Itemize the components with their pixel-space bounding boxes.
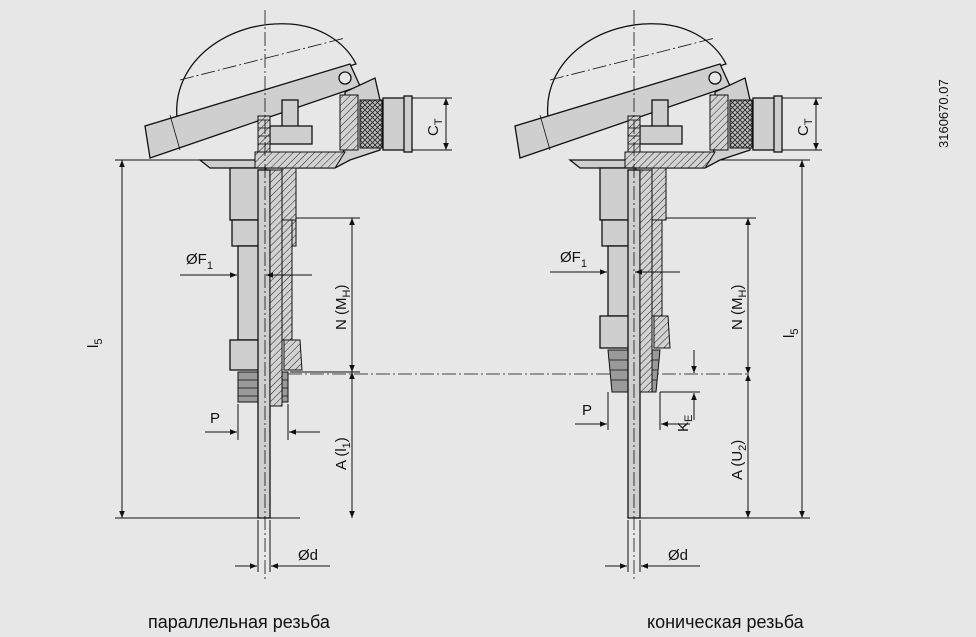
head-dome-right	[547, 23, 727, 119]
d-label-left: Ød	[298, 547, 318, 564]
caption-parallel-thread: параллельная резьба	[148, 612, 331, 632]
n-mh-label-left: N (MH)	[333, 285, 353, 330]
l5-label-right: l5	[781, 329, 801, 338]
ct-label-left: CT	[425, 118, 445, 136]
ct-label-right: CT	[795, 118, 815, 136]
a-l1-label-left: A (l1)	[333, 437, 353, 470]
l5-label-left: l5	[85, 339, 105, 348]
caption-conical-thread: коническая резьба	[647, 612, 805, 632]
a-u2-label-right: A (U2)	[729, 440, 749, 480]
right-thermometer-view: l5 N (MH) A (U2) KE ØF1 P	[514, 10, 822, 580]
cable-gland-seal-right	[729, 99, 753, 149]
n-mh-label-right: N (MH)	[729, 285, 749, 330]
stem-left	[257, 169, 271, 519]
p-label-left: P	[210, 410, 220, 427]
d-label-right: Ød	[668, 547, 688, 564]
f1-label-left: ØF1	[186, 251, 213, 272]
head-dome-left	[176, 23, 357, 119]
cable-gland-seal-left	[359, 99, 383, 149]
f1-label-right: ØF1	[560, 249, 587, 270]
left-thermometer-view: l5 N (MH) A (l1) ØF1 P Ød	[85, 10, 452, 580]
drawing-code: 3160670.07	[936, 79, 951, 148]
ke-label-right: KE	[675, 415, 695, 432]
p-label-right: P	[582, 402, 592, 419]
